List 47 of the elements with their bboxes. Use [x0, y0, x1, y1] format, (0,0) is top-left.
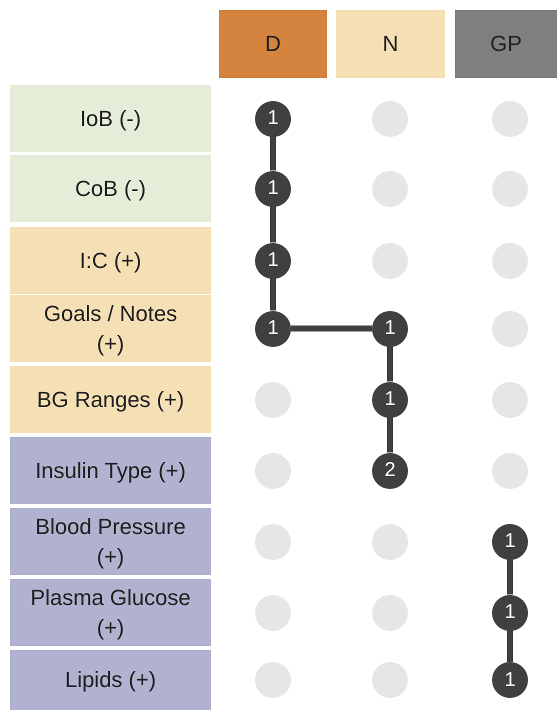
row-label: Blood Pressure (+) [10, 508, 211, 575]
empty-dot [372, 594, 408, 630]
row-label: Insulin Type (+) [10, 437, 211, 504]
connector-line [291, 326, 372, 332]
empty-dot [372, 662, 408, 698]
empty-dot [492, 452, 528, 488]
count-dot: 1 [492, 594, 528, 630]
column-header: N [336, 10, 445, 78]
row-label: IoB (-) [10, 85, 211, 152]
count-dot: 1 [492, 524, 528, 560]
row-label: Goals / Notes (+) [10, 295, 211, 362]
empty-dot [492, 170, 528, 206]
empty-dot [255, 594, 291, 630]
empty-dot [492, 310, 528, 346]
row-label: Plasma Glucose (+) [10, 579, 211, 646]
empty-dot [255, 452, 291, 488]
row-label: I:C (+) [10, 227, 211, 294]
column-header: D [219, 10, 327, 78]
count-dot: 1 [372, 382, 408, 418]
row-label: BG Ranges (+) [10, 366, 211, 433]
empty-dot [492, 382, 528, 418]
empty-dot [492, 100, 528, 136]
empty-dot [372, 170, 408, 206]
empty-dot [255, 524, 291, 560]
row-label: CoB (-) [10, 155, 211, 222]
column-header: GP [455, 10, 557, 78]
connector-line [507, 560, 513, 594]
empty-dot [255, 382, 291, 418]
connector-line [270, 206, 276, 242]
empty-dot [255, 662, 291, 698]
connector-line [387, 346, 393, 382]
empty-dot [492, 242, 528, 278]
empty-dot [372, 242, 408, 278]
empty-dot [372, 524, 408, 560]
count-dot: 1 [255, 170, 291, 206]
count-dot: 1 [255, 310, 291, 346]
empty-dot [372, 100, 408, 136]
count-dot: 1 [492, 662, 528, 698]
connector-line [270, 136, 276, 170]
row-label: Lipids (+) [10, 650, 211, 710]
connector-line [270, 278, 276, 310]
connector-line [507, 630, 513, 662]
count-dot: 2 [372, 452, 408, 488]
count-dot: 1 [255, 100, 291, 136]
count-dot: 1 [255, 242, 291, 278]
connector-line [387, 418, 393, 452]
count-dot: 1 [372, 310, 408, 346]
